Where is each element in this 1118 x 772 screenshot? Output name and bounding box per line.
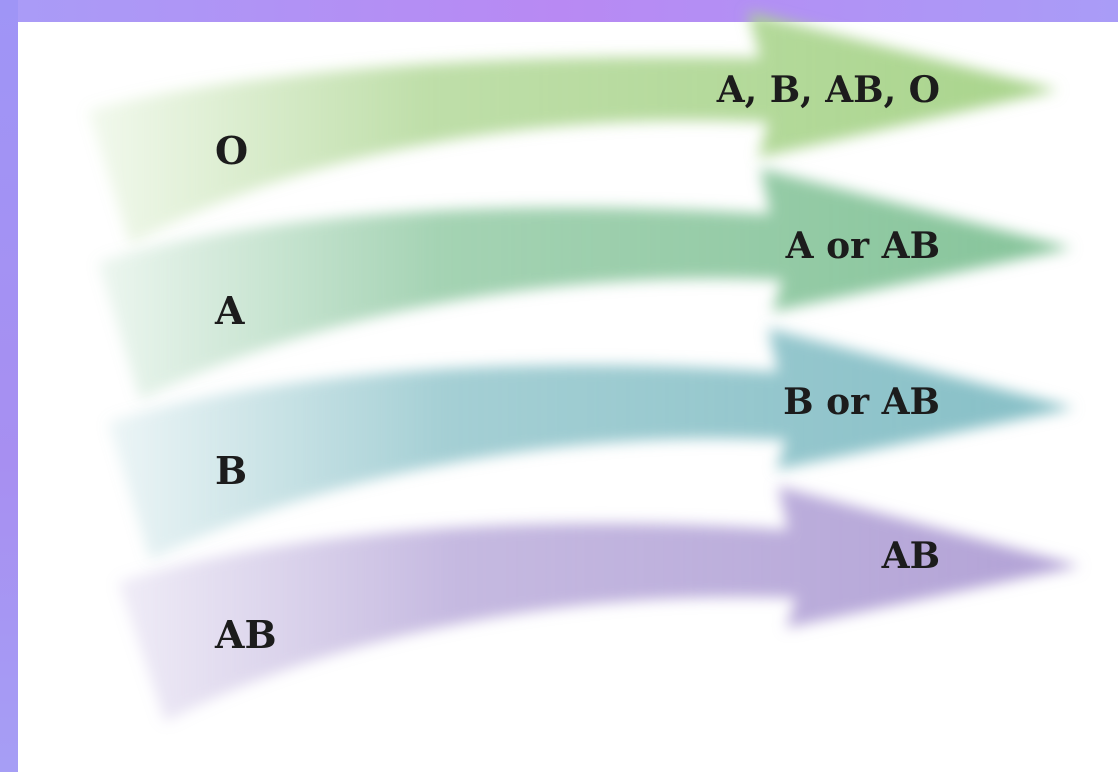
recipient-label-ab: AB <box>881 535 940 577</box>
top-border <box>0 0 1118 22</box>
recipient-label-a: A or AB <box>785 225 940 267</box>
recipient-label-b: B or AB <box>783 381 940 423</box>
donor-label-ab: AB <box>215 612 277 657</box>
recipient-label-o: A, B, AB, O <box>716 69 940 111</box>
arrow-b <box>108 328 1074 560</box>
donor-label-o: O <box>215 128 249 173</box>
arrow-o <box>88 12 1058 245</box>
donor-label-a: A <box>215 288 245 333</box>
left-border <box>0 0 18 772</box>
arrow-ab <box>118 486 1080 722</box>
arrow-a <box>98 168 1072 400</box>
donor-label-b: B <box>215 448 248 493</box>
